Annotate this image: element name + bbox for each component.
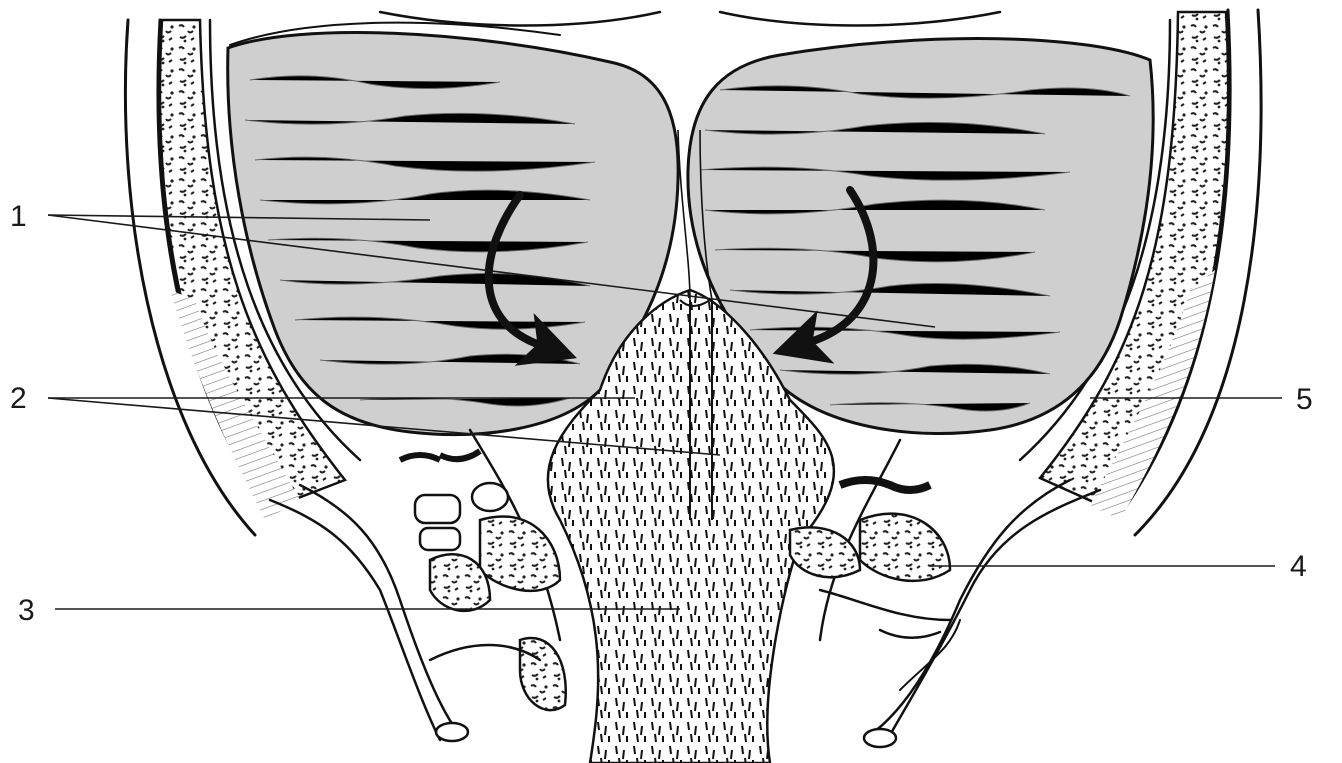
lower-right-structures xyxy=(790,440,1100,747)
label-1: 1 xyxy=(10,200,27,233)
label-2: 2 xyxy=(10,382,27,415)
label-5: 5 xyxy=(1296,383,1313,416)
label-4: 4 xyxy=(1290,550,1307,583)
label-3: 3 xyxy=(18,594,35,627)
